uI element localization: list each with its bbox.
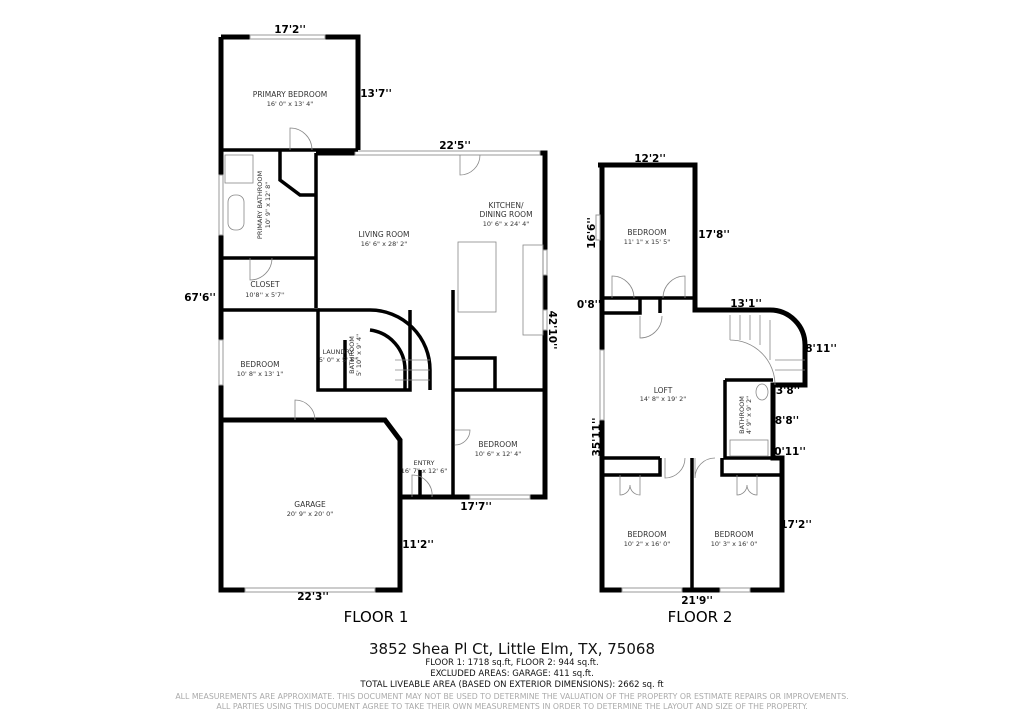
dimension: 16'6'' xyxy=(586,217,598,249)
dimension: 17'2'' xyxy=(274,24,306,36)
room-size: 5' 10" x 9' 4" xyxy=(355,334,363,376)
room-size: 10' 8" x 13' 1" xyxy=(237,370,283,378)
dimension: 17'7'' xyxy=(460,501,492,513)
floor2-labels: BEDROOM 11' 1" x 15' 5" LOFT 14' 8" x 19… xyxy=(577,153,837,626)
property-address: 3852 Shea Pl Ct, Little Elm, TX, 75068 xyxy=(369,640,655,658)
room-size: 14' 8" x 19' 2" xyxy=(640,395,686,403)
room-size: 20' 9" x 20' 0" xyxy=(287,510,333,518)
room-name: BEDROOM xyxy=(240,360,279,369)
room-name: ENTRY xyxy=(413,459,434,467)
dimension: 17'2'' xyxy=(780,519,812,531)
room-size: 16' 7" x 12' 6" xyxy=(401,467,447,475)
dimension: 13'7'' xyxy=(360,88,392,100)
room-size: 10'8'' x 5'7'' xyxy=(245,291,285,299)
floor2-plan xyxy=(595,162,808,593)
dimension: 8'8'' xyxy=(775,415,799,427)
room-size: 5' 0" x 5' 8" xyxy=(319,356,357,364)
room-size: 16' 6" x 28' 2" xyxy=(361,240,407,248)
floor-areas: FLOOR 1: 1718 sq.ft, FLOOR 2: 944 sq.ft. xyxy=(425,658,599,668)
room-size: 4' 9" x 9' 2" xyxy=(745,396,753,434)
dimension: 3'8'' xyxy=(776,385,800,397)
room-name: BEDROOM xyxy=(478,440,517,449)
dimension: 0'8'' xyxy=(577,299,601,311)
dimension: 42'10'' xyxy=(546,311,558,350)
room-name: BATHROOM xyxy=(348,336,356,374)
dimension: 22'3'' xyxy=(297,591,329,603)
room-name: BEDROOM xyxy=(627,530,666,539)
room-name: BEDROOM xyxy=(714,530,753,539)
floor1-labels: PRIMARY BEDROOM 16' 0" x 13' 4" PRIMARY … xyxy=(184,24,558,626)
room-name: DINING ROOM xyxy=(479,210,532,219)
floor2-title: FLOOR 2 xyxy=(668,608,733,626)
dimension: 22'5'' xyxy=(439,140,471,152)
floor1-title: FLOOR 1 xyxy=(344,608,409,626)
dimension: 21'9'' xyxy=(681,595,713,607)
floor1-plan xyxy=(218,34,548,593)
room-name: BEDROOM xyxy=(627,228,666,237)
dimension: 12'2'' xyxy=(634,153,666,165)
room-name: LOFT xyxy=(654,386,673,395)
room-name: LIVING ROOM xyxy=(358,230,409,239)
room-name: PRIMARY BEDROOM xyxy=(253,90,327,99)
excluded-areas: EXCLUDED AREAS: GARAGE: 411 sq.ft. xyxy=(430,669,594,679)
disclaimer: ALL MEASUREMENTS ARE APPROXIMATE. THIS D… xyxy=(175,692,849,701)
dimension: 13'1'' xyxy=(730,298,762,310)
room-size: 10' 6" x 12' 4" xyxy=(475,450,521,458)
room-size: 10' 9" x 12' 8" xyxy=(264,182,272,228)
dimension: 67'6'' xyxy=(184,292,216,304)
room-size: 16' 0" x 13' 4" xyxy=(267,100,313,108)
room-name: CLOSET xyxy=(250,280,280,289)
room-name: PRIMARY BATHROOM xyxy=(256,171,264,239)
dimension: 17'8'' xyxy=(698,229,730,241)
room-size: 10' 3" x 16' 0" xyxy=(711,540,757,548)
dimension: 0'11'' xyxy=(774,446,806,458)
room-size: 11' 1" x 15' 5" xyxy=(624,238,670,246)
dimension: 35'11'' xyxy=(591,418,603,457)
dimension: 8'11'' xyxy=(805,343,837,355)
room-name: GARAGE xyxy=(294,500,326,509)
dimension: 11'2'' xyxy=(402,539,434,551)
disclaimer: ALL PARTIES USING THIS DOCUMENT AGREE TO… xyxy=(216,702,808,711)
room-name: LAUNDRY xyxy=(323,348,354,356)
room-size: 10' 6" x 24' 4" xyxy=(483,220,529,228)
room-name: BATHROOM xyxy=(738,396,746,434)
room-size: 10' 2" x 16' 0" xyxy=(624,540,670,548)
total-area: TOTAL LIVEABLE AREA (BASED ON EXTERIOR D… xyxy=(360,680,664,690)
room-name: KITCHEN/ xyxy=(488,201,523,210)
